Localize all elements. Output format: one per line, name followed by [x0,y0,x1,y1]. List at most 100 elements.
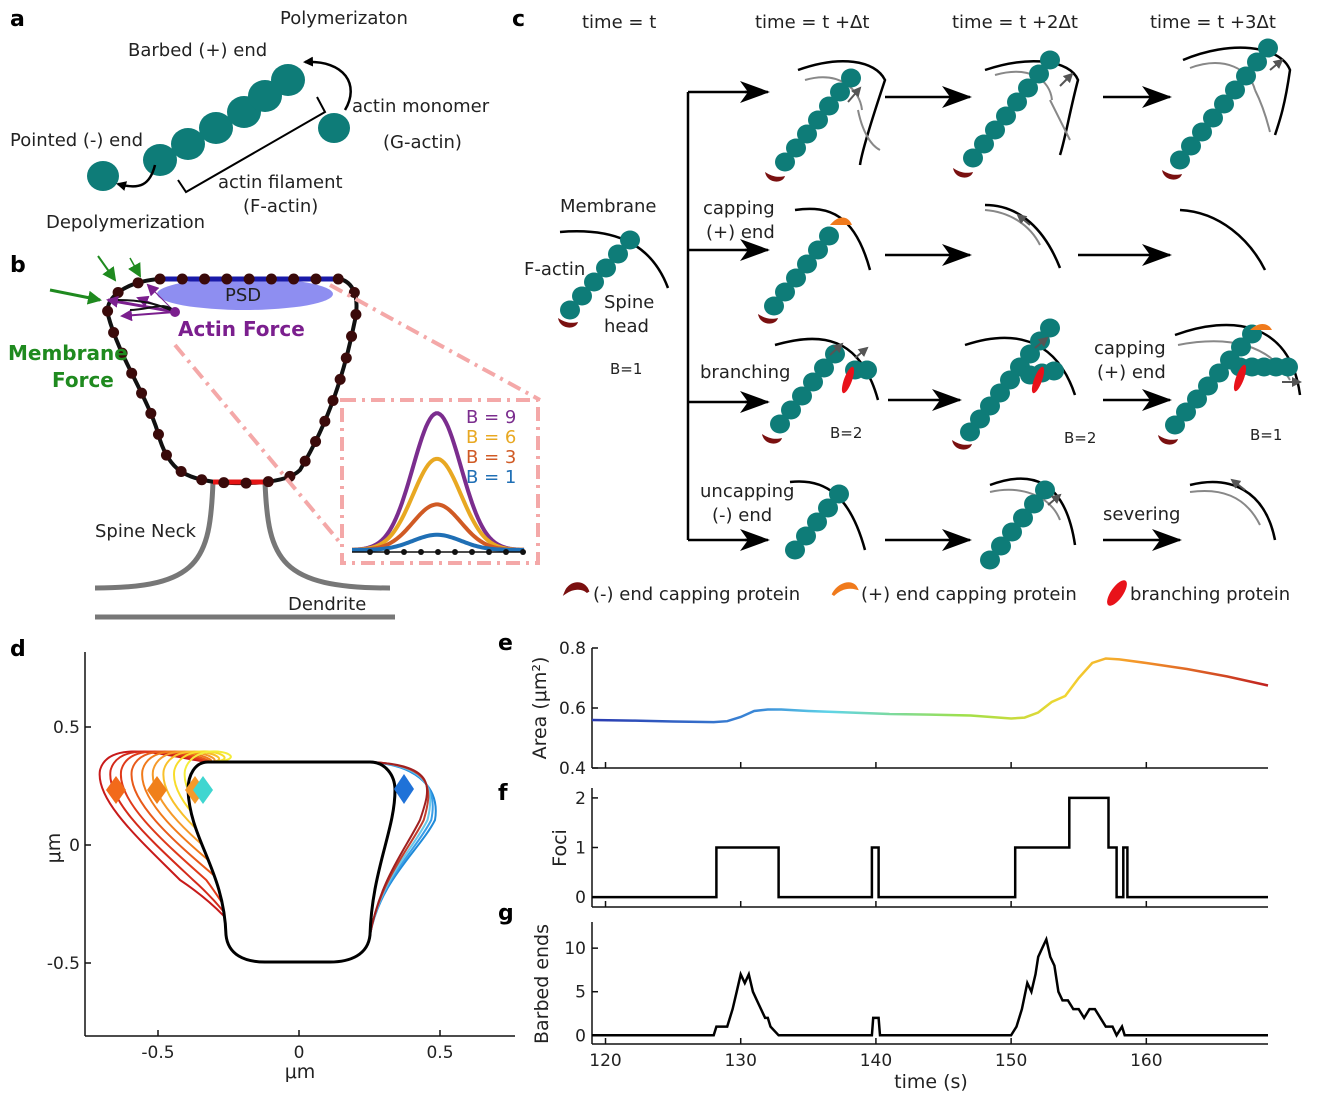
panel-label-d: d [10,637,26,662]
membrane-node [334,373,346,385]
inset-node [452,549,458,555]
membrane-node [327,394,339,406]
filament-subunit [1170,150,1190,170]
filament-subunit [1007,92,1027,112]
filament-snapshots [558,38,1302,570]
filament-subunit [996,106,1016,126]
membrane-segment [984,203,1062,269]
filament-subunit [271,64,305,96]
filament-subunit [991,536,1011,556]
zoom-line-top [329,283,541,402]
legend-minus-cap: (-) end capping protein [593,584,800,605]
f-actin-label: (F-actin) [243,196,318,217]
membrane-node [319,415,331,427]
filament-subunit [1040,50,1060,70]
ytick-label: 0.6 [559,699,586,719]
filament-subunit [803,372,823,392]
branching-label: branching [700,362,790,383]
series-line-g [592,935,1268,1038]
xtick-label: 150 [995,1051,1027,1071]
filament-subunit [985,120,1005,140]
filament-subunit [1187,389,1207,409]
b2a-label: B=2 [830,424,862,442]
force-indicator [1016,213,1031,226]
g-xlabel: time (s) [894,1071,968,1093]
depolymerized-monomer [87,161,119,191]
filament-subunit [797,124,817,144]
d-xtick-1: 0 [294,1043,305,1063]
branching-protein [841,366,855,394]
membrane-node [346,330,358,342]
minus-end-cap [1158,435,1178,445]
membrane-node [112,286,124,298]
xtick-label: 160 [1130,1051,1162,1071]
minus-end-cap [765,172,785,182]
actin-force-label: Actin Force [178,317,305,341]
filament-subunit [792,386,812,406]
membrane-node [145,407,157,419]
b1-label: B=1 [610,360,642,378]
membrane-segment [1182,46,1292,136]
membrane-node [160,449,172,461]
membrane-node [196,474,208,486]
filament-subunit [1258,38,1278,58]
panel-c: time = t time = t +Δt time = t +2Δt time… [524,12,1302,606]
filament-subunit [1203,108,1223,128]
b1b-label: B=1 [1250,426,1282,444]
filament-subunit [786,138,806,158]
branching-legend-icon [1107,580,1127,606]
shape-outline-right [369,761,429,936]
filament-subunit [825,344,845,364]
psd-region [157,278,333,310]
membrane-node [136,387,148,399]
filament-subunit [980,396,1000,416]
uncapping-label: uncapping [700,481,794,502]
xtick-label: 130 [724,1051,756,1071]
filament-subunit [1018,78,1038,98]
d-xlabel: μm [285,1061,316,1083]
filament-subunit [819,226,839,246]
actin-filament-a [143,64,305,176]
g-actin-label: (G-actin) [383,132,462,153]
inset-node [486,549,492,555]
xtick-label: 120 [589,1051,621,1071]
inset-node [401,549,407,555]
force-indicator [1034,336,1049,349]
panel-label-f: f [498,781,508,806]
filament-subunit [620,230,640,250]
actin-filament-label: actin filament [218,172,343,193]
membrane-label: Membrane [560,196,656,217]
f-ylabel: Foci [549,829,571,867]
membrane-node [348,286,360,298]
minus-end-cap [1162,170,1182,180]
xtick-label: 140 [860,1051,892,1071]
branching-protein [1233,364,1247,392]
plus-cap-legend-icon [831,582,859,597]
membrane-segment [964,336,1077,396]
actin-monomer-label: actin monomer [352,96,490,117]
spine-neck-label: Spine Neck [95,521,196,542]
efg-axes [591,648,1268,1045]
e-ylabel: Area (μm²) [529,657,551,760]
membrane-node [288,273,300,285]
foci-diamonds [106,774,414,804]
membrane-segment [984,209,1041,246]
membrane-node [176,273,188,285]
series-line-e [591,657,1269,724]
filament-subunit [1181,136,1201,156]
filament-subunit [171,128,205,160]
spine-label: Spine [604,292,654,313]
membrane-node [350,308,362,320]
capping2-end-label: (+) end [1097,362,1166,383]
filament-subunit [1024,494,1044,514]
minus-end-cap [953,168,973,178]
filament-subunit [808,110,828,130]
filament-subunit [1176,402,1196,422]
inset-node [435,549,441,555]
uncapping-end-label: (-) end [712,505,772,526]
severing-label: severing [1103,504,1180,525]
filament-bracket [177,96,327,194]
filament-subunit [857,360,877,380]
membrane-force-label-2: Force [52,368,114,392]
dendrite-label: Dendrite [288,594,366,615]
